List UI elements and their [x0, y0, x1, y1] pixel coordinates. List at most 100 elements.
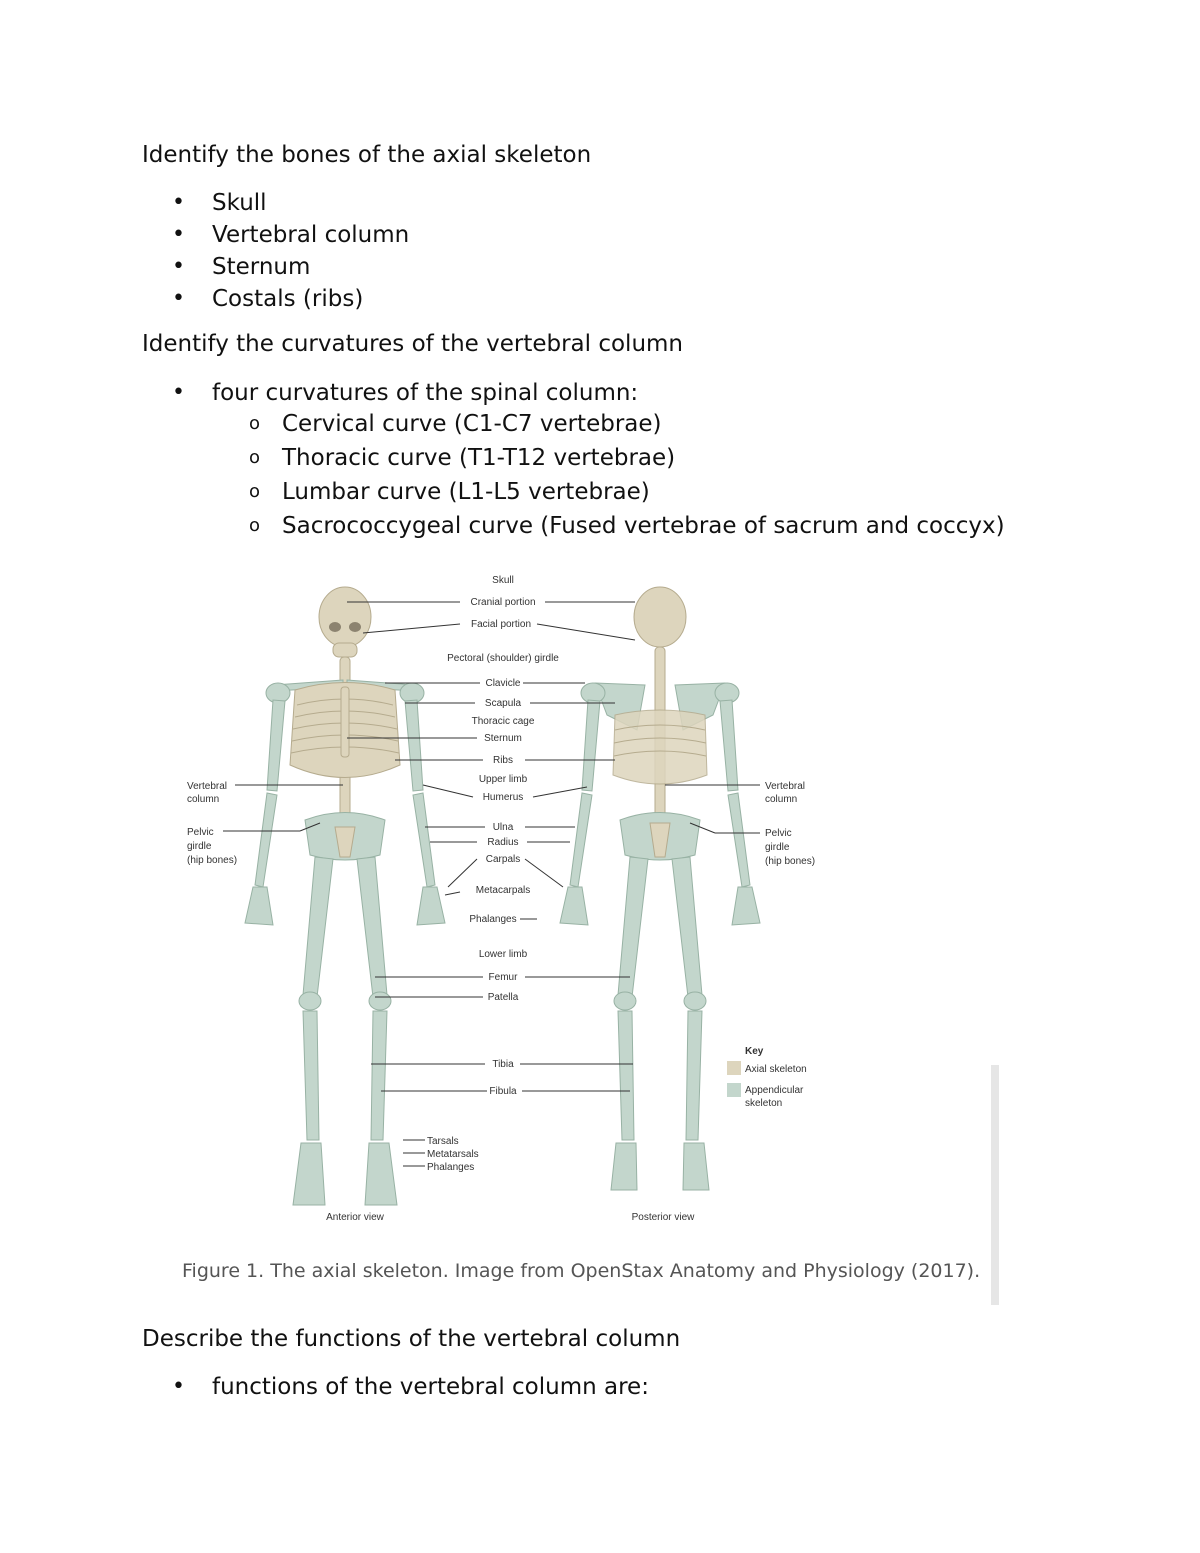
label-skull: Skull: [492, 575, 514, 586]
anterior-sternum: [340, 686, 350, 758]
rib-lines: [613, 724, 707, 757]
label-pelvic-girdle-left: (hip bones): [187, 855, 237, 866]
left-femur: [617, 856, 649, 998]
left-femur: [302, 856, 334, 998]
figure-labels: Skull Cranial portion Facial portion Pec…: [182, 575, 980, 1282]
key-swatch-axial: [727, 1061, 741, 1075]
label-vertebral-column-right: Vertebral: [765, 781, 805, 792]
heading-curvatures: Identify the curvatures of the vertebral…: [142, 331, 684, 357]
posterior-skeleton: [559, 586, 761, 1191]
left-hand: [244, 886, 274, 926]
right-forearm: [412, 792, 436, 888]
label-scapula: Scapula: [485, 698, 522, 709]
list-item: Skull: [142, 187, 409, 219]
right-forearm: [727, 792, 751, 888]
heading-functions: Describe the functions of the vertebral …: [142, 1326, 681, 1352]
label-lower-limb: Lower limb: [479, 949, 528, 960]
axial-bones-list: Skull Vertebral column Sternum Costals (…: [142, 187, 409, 315]
anterior-sacrum: [334, 826, 356, 858]
list-item: Sternum: [142, 251, 409, 283]
curvatures-list: four curvatures of the spinal column:: [142, 377, 638, 409]
left-hand: [559, 886, 589, 926]
label-pelvic-girdle-left: Pelvic: [187, 827, 214, 838]
knee: [683, 991, 707, 1011]
left-humerus: [266, 699, 286, 792]
list-item: functions of the vertebral column are:: [142, 1371, 649, 1403]
posterior-rib-cage: [612, 709, 708, 785]
leader-lines: [223, 601, 760, 1167]
key-axial-label: Axial skeleton: [745, 1064, 807, 1075]
label-metatarsals: Metatarsals: [427, 1149, 479, 1160]
label-patella: Patella: [488, 992, 519, 1003]
right-foot: [364, 1142, 398, 1206]
functions-list: functions of the vertebral column are:: [142, 1371, 649, 1403]
eye-socket: [349, 622, 361, 632]
label-vertebral-column-right: column: [765, 794, 797, 805]
posterior-sacrum: [649, 822, 671, 858]
left-foot: [292, 1142, 326, 1206]
label-facial-portion: Facial portion: [471, 619, 531, 630]
right-hand: [416, 886, 446, 926]
key-appendicular-label: Appendicular: [745, 1085, 804, 1096]
left-humerus: [581, 699, 601, 792]
label-phalanges: Phalanges: [469, 914, 516, 925]
right-patella: [368, 991, 392, 1011]
skeleton-figure: Skull Cranial portion Facial portion Pec…: [182, 575, 999, 1305]
label-ribs: Ribs: [493, 755, 513, 766]
label-posterior-view: Posterior view: [632, 1212, 696, 1223]
label-femur: Femur: [489, 972, 519, 983]
eye-socket: [329, 622, 341, 632]
label-carpals: Carpals: [486, 854, 520, 865]
right-hand: [731, 886, 761, 926]
knee: [613, 991, 637, 1011]
label-fibula: Fibula: [489, 1086, 517, 1097]
label-ulna: Ulna: [493, 822, 514, 833]
label-humerus: Humerus: [483, 792, 524, 803]
list-item: Vertebral column: [142, 219, 409, 251]
right-femur: [671, 856, 703, 998]
posterior-skull: [633, 586, 687, 648]
key-appendicular-label: skeleton: [745, 1098, 782, 1109]
right-humerus: [404, 699, 424, 792]
label-thoracic-cage: Thoracic cage: [472, 716, 535, 727]
anterior-skull: [318, 586, 372, 648]
label-phalanges-foot: Phalanges: [427, 1162, 474, 1173]
right-femur: [356, 856, 388, 998]
label-pectoral-girdle: Pectoral (shoulder) girdle: [447, 653, 559, 664]
label-vertebral-column-left: Vertebral: [187, 781, 227, 792]
right-tibia: [370, 1010, 388, 1141]
label-pelvic-girdle-right: Pelvic: [765, 828, 792, 839]
mandible: [332, 642, 358, 658]
list-item: Costals (ribs): [142, 283, 409, 315]
label-vertebral-column-left: column: [187, 794, 219, 805]
figure-caption: Figure 1. The axial skeleton. Image from…: [182, 1260, 980, 1282]
label-pelvic-girdle-right: girdle: [765, 842, 790, 853]
left-tibia: [302, 1010, 320, 1141]
label-tibia: Tibia: [492, 1059, 514, 1070]
label-pelvic-girdle-right: (hip bones): [765, 856, 815, 867]
anterior-skeleton: [244, 586, 446, 1206]
key-swatch-appendicular: [727, 1083, 741, 1097]
label-anterior-view: Anterior view: [326, 1212, 385, 1223]
left-patella: [298, 991, 322, 1011]
label-pelvic-girdle-left: girdle: [187, 841, 212, 852]
figure-edge: [991, 1065, 999, 1305]
left-forearm: [254, 792, 278, 888]
label-metacarpals: Metacarpals: [476, 885, 530, 896]
right-tibia: [685, 1010, 703, 1141]
list-item: four curvatures of the spinal column:: [142, 377, 638, 409]
heading-axial-bones: Identify the bones of the axial skeleton: [142, 142, 592, 168]
right-foot: [682, 1142, 710, 1191]
left-tibia: [617, 1010, 635, 1141]
label-upper-limb: Upper limb: [479, 774, 528, 785]
label-sternum: Sternum: [484, 733, 522, 744]
left-forearm: [569, 792, 593, 888]
label-radius: Radius: [487, 837, 518, 848]
label-clavicle: Clavicle: [485, 678, 520, 689]
right-humerus: [719, 699, 739, 792]
key-title: Key: [745, 1046, 764, 1057]
